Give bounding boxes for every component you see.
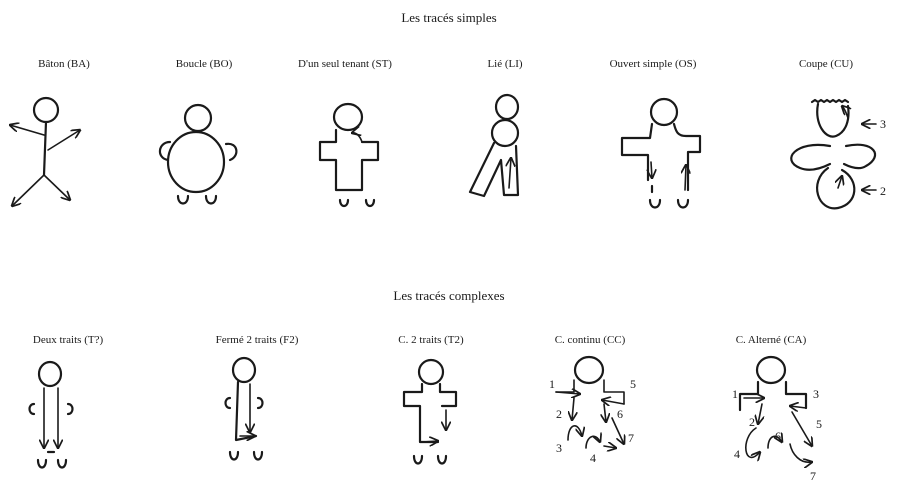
ca-number-5: 5 bbox=[816, 417, 822, 431]
heading-complex: Les tracés complexes bbox=[393, 288, 504, 303]
cc-number-4: 4 bbox=[590, 451, 596, 465]
figure-ouvert-simple bbox=[620, 97, 702, 209]
cc-number-2: 2 bbox=[556, 407, 562, 421]
label-ouvert-simple: Ouvert simple (OS) bbox=[610, 58, 697, 70]
figure-lie bbox=[468, 93, 520, 198]
cc-number-6: 6 bbox=[617, 407, 623, 421]
figure-seul-tenant bbox=[318, 102, 380, 208]
ca-number-7: 7 bbox=[810, 469, 816, 483]
cc-number-5: 5 bbox=[630, 377, 636, 391]
ca-number-4: 4 bbox=[734, 447, 740, 461]
cu-number-2: 2 bbox=[880, 184, 886, 198]
ca-number-2: 2 bbox=[749, 415, 755, 429]
label-seul-tenant: D'un seul tenant (ST) bbox=[298, 58, 392, 70]
figure-c-2-traits bbox=[402, 358, 458, 465]
cc-number-3: 3 bbox=[556, 441, 562, 455]
figure-coupe: 3 2 bbox=[790, 98, 886, 210]
heading-simple: Les tracés simples bbox=[401, 10, 496, 25]
cc-number-7: 7 bbox=[628, 431, 634, 445]
figure-ferme-2-traits bbox=[224, 356, 264, 461]
label-deux-traits: Deux traits (T?) bbox=[33, 334, 104, 346]
cu-number-3: 3 bbox=[880, 117, 886, 131]
ca-number-3: 3 bbox=[813, 387, 819, 401]
label-c-continu: C. continu (CC) bbox=[555, 334, 626, 346]
label-baton: Bâton (BA) bbox=[38, 58, 90, 70]
label-c-2-traits: C. 2 traits (T2) bbox=[398, 334, 464, 346]
ca-number-6: 6 bbox=[775, 429, 781, 443]
cc-number-1: 1 bbox=[549, 377, 555, 391]
label-c-alterne: C. Alterné (CA) bbox=[736, 334, 807, 346]
label-boucle: Boucle (BO) bbox=[176, 58, 233, 70]
label-coupe: Coupe (CU) bbox=[799, 58, 853, 70]
figure-c-continu: 1 5 2 6 3 4 7 bbox=[549, 355, 636, 465]
figure-baton bbox=[10, 96, 80, 206]
figure-deux-traits bbox=[28, 360, 74, 469]
ca-number-1: 1 bbox=[732, 387, 738, 401]
figure-boucle bbox=[158, 103, 238, 205]
figure-c-alterne: 1 3 2 5 6 4 7 bbox=[732, 355, 822, 483]
label-lie: Lié (LI) bbox=[487, 58, 522, 70]
label-ferme-2-traits: Fermé 2 traits (F2) bbox=[216, 334, 299, 346]
